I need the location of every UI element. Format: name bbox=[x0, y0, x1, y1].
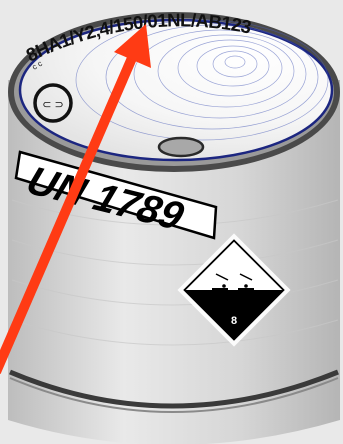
hazard-class-number: 8 bbox=[231, 315, 237, 327]
bung-cap bbox=[159, 138, 203, 156]
vent-circle-marks: ⊂ ⊃ bbox=[42, 99, 64, 111]
